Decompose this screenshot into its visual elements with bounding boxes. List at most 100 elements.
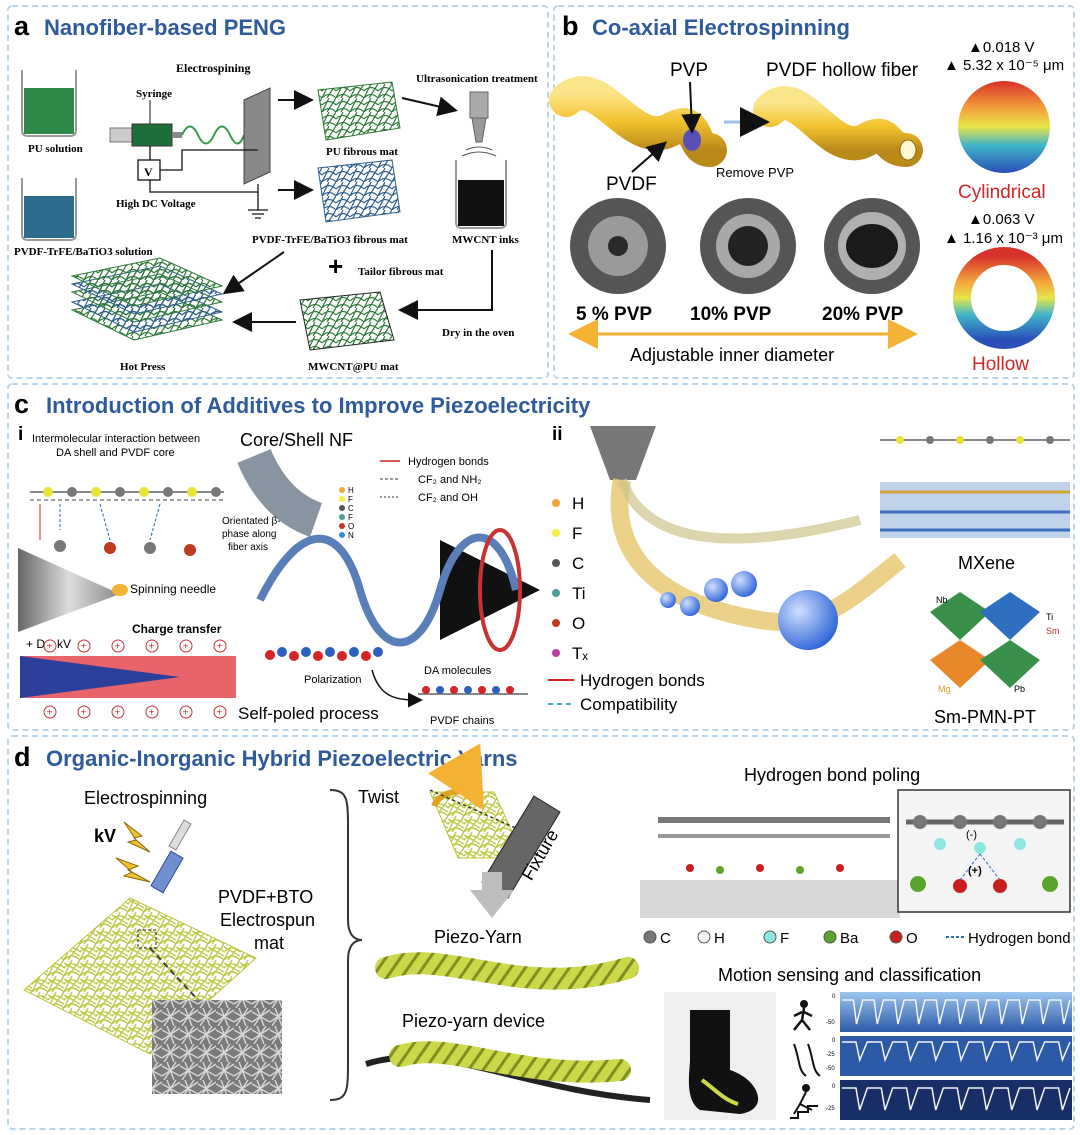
cyl-voltage: ▲0.018 V xyxy=(968,39,1035,56)
remove-pvp-label: Remove PVP xyxy=(716,165,794,180)
cylindrical-simulation xyxy=(958,81,1050,173)
legend-label-hbond: Hydrogen bond xyxy=(968,930,1071,947)
smpmnpt-label: Sm-PMN-PT xyxy=(934,707,1036,727)
atom-ii-dot-2 xyxy=(552,559,560,567)
curly-brace xyxy=(329,789,363,1101)
piezo-yarn xyxy=(375,952,639,990)
orientated-2: phase along xyxy=(222,529,277,540)
tick-3a: 0 xyxy=(832,1084,836,1090)
panel-a-letter: a xyxy=(14,11,30,41)
pu-mat-label: PU fibrous mat xyxy=(326,146,398,158)
intermolecular-label-2: DA shell and PVDF core xyxy=(56,447,175,459)
pvdf-bto-2: Electrospun xyxy=(220,910,315,930)
collector-plate xyxy=(243,87,271,185)
nb-label: Nb xyxy=(936,595,948,605)
legend-label-2: F xyxy=(780,930,789,947)
tick-3b: -25 xyxy=(826,1106,835,1112)
atom-ii-label-3: Ti xyxy=(572,584,586,603)
zoom-box xyxy=(137,929,157,949)
plus-charge-5-1 xyxy=(213,705,227,719)
arrow-dry xyxy=(398,250,493,320)
pvp-label: PVP xyxy=(670,60,708,81)
signal-trace-2 xyxy=(842,1041,1071,1063)
legend-dot-2 xyxy=(763,930,777,944)
lightning-icon-1 xyxy=(123,821,151,853)
panel-b-title: Co-axial Electrospinning xyxy=(592,15,850,40)
pvdf-chain-row xyxy=(418,686,528,695)
plus-charge: (+) xyxy=(968,865,982,877)
signal-trace-1 xyxy=(842,999,1071,1025)
plus-charge-text-2-1: + xyxy=(115,708,121,719)
tick-2b: -25 xyxy=(826,1052,835,1058)
atom-i-label-0: H xyxy=(348,486,354,495)
needle-tip xyxy=(112,584,128,596)
molecular-chain xyxy=(30,487,224,556)
panel-d-border xyxy=(7,735,1075,1130)
plus-charge-4-1 xyxy=(179,705,193,719)
zoom-line xyxy=(149,947,199,1001)
pvdf-hollow-label: PVDF hollow fiber xyxy=(766,60,919,81)
plus-charge-1-1 xyxy=(77,705,91,719)
panel-b-letter: b xyxy=(562,11,579,41)
dry-oven-label: Dry in the oven xyxy=(442,327,514,339)
sub-i-label: i xyxy=(18,424,23,445)
atom-i-dot-5 xyxy=(339,532,345,538)
plus-charge-text-5-0: + xyxy=(217,642,223,653)
atom-ii-label-4: O xyxy=(572,614,585,633)
pu-fibrous-mat xyxy=(317,81,401,141)
plus-charge-text-4-1: + xyxy=(183,708,189,719)
tick-1b: -50 xyxy=(826,1020,835,1026)
plus-sign: + xyxy=(328,251,343,281)
voltage-circuit xyxy=(137,146,268,219)
nozzle-ii xyxy=(590,426,656,480)
tick-2c: -50 xyxy=(826,1066,835,1072)
plus-charge-2-0 xyxy=(111,639,125,653)
electrospinning-label: Electrospining xyxy=(176,61,250,75)
mwcnt-pu-label: MWCNT@PU mat xyxy=(308,361,399,373)
atom-ii-dot-4 xyxy=(552,619,560,627)
mxene-lattice xyxy=(880,436,1070,538)
kv-label: kV xyxy=(94,826,116,846)
panel-b-border xyxy=(553,5,1075,379)
cylindrical-label: Cylindrical xyxy=(958,182,1046,203)
legend-label-3: Ba xyxy=(840,930,859,947)
intermolecular-label-1: Intermolecular interaction between xyxy=(32,433,200,445)
hbond-text-ii: Hydrogen bonds xyxy=(580,671,705,690)
electrospinning-d-label: Electrospinning xyxy=(84,788,207,808)
panel-c-title: Introduction of Additives to Improve Pie… xyxy=(46,393,591,418)
plus-charge-2-1 xyxy=(111,705,125,719)
hollow-fiber-opening xyxy=(899,139,917,161)
atom-i-label-2: C xyxy=(348,504,354,513)
adjustable-label: Adjustable inner diameter xyxy=(630,345,834,365)
atom-i-dot-0 xyxy=(339,487,345,493)
cf2oh-text: CF₂ and OH xyxy=(418,492,478,504)
sm-pmn-pt-crystal xyxy=(930,592,1040,688)
pb-label: Pb xyxy=(1014,684,1025,694)
sock-yarn xyxy=(700,1078,739,1106)
sub-ii-label: ii xyxy=(552,424,563,445)
panel-d-title: Organic-Inorganic Hybrid Piezoelectric Y… xyxy=(46,746,518,771)
hot-press-label: Hot Press xyxy=(120,361,166,373)
orientated-1: Orientated β- xyxy=(222,516,281,527)
arrow-pvdf-to-stack xyxy=(222,251,285,295)
polarization-molecules xyxy=(265,647,383,661)
spinning-needle-label: Spinning needle xyxy=(130,582,216,596)
v-box-label: V xyxy=(144,165,153,179)
feet-icon xyxy=(793,1043,821,1077)
tick-1a: 0 xyxy=(832,994,836,1000)
cyl-displacement: ▲ 5.32 x 10⁻⁵ μm xyxy=(944,57,1064,74)
atom-ii-label-0: H xyxy=(572,494,584,513)
da-molecules-label: DA molecules xyxy=(424,665,492,677)
sem-5pct xyxy=(570,198,666,294)
fiber-jet-ii-b xyxy=(617,478,862,544)
pu-solution-beaker xyxy=(21,70,77,137)
pvp-core xyxy=(683,129,701,151)
legend-dot-4 xyxy=(889,930,903,944)
panel-d-letter: d xyxy=(14,742,31,772)
pvp5-label: 5 % PVP xyxy=(576,304,652,325)
sem-10pct xyxy=(700,198,796,294)
legend-dot-1 xyxy=(697,930,711,944)
piezo-device-yarn xyxy=(389,1041,631,1083)
hbond-legend-text: Hydrogen bonds xyxy=(408,456,489,468)
